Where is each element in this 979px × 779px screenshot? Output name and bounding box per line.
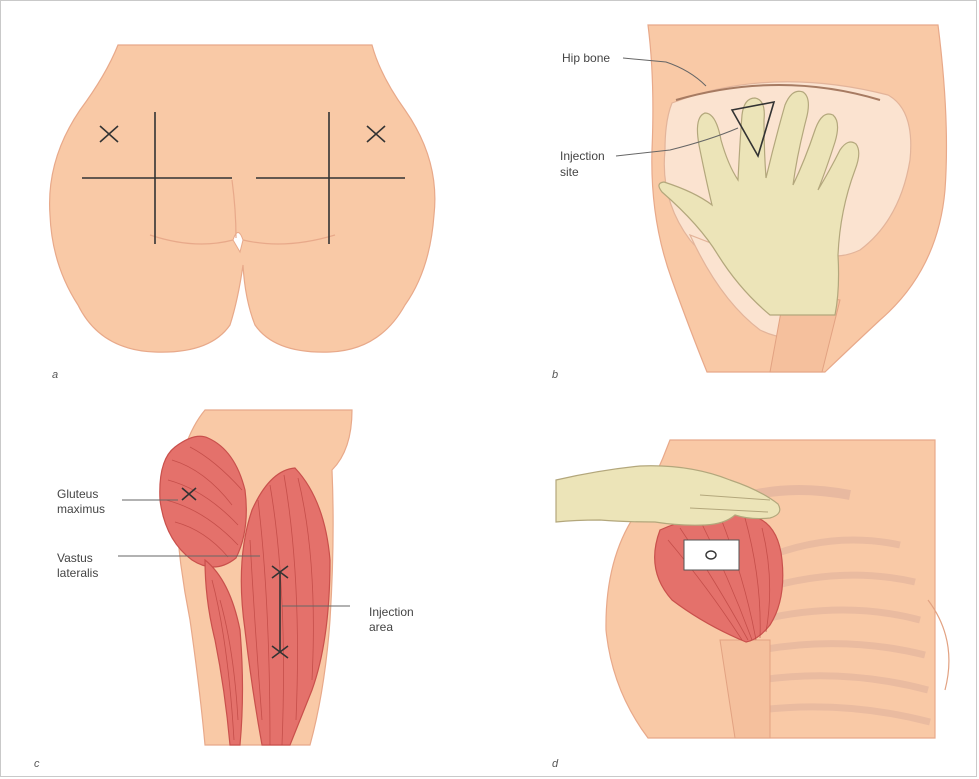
injection-site-label-line2: site [560, 165, 579, 179]
hip-bone-label: Hip bone [562, 51, 610, 65]
vastus-label-line2: lateralis [57, 566, 98, 580]
gluteus-label-line2: maximus [57, 502, 105, 516]
vastus-label-line1: Vastus [57, 551, 93, 565]
panel-letter-b: b [552, 369, 558, 381]
panel-a-buttocks: a [50, 45, 435, 381]
injection-area-label-line1: Injection [369, 605, 414, 619]
panel-c-thigh: Gluteus maximus Vastus lateralis Injecti… [34, 410, 414, 770]
injection-site-label-line1: Injection [560, 149, 605, 163]
panel-letter-c: c [34, 758, 40, 770]
panel-letter-a: a [52, 369, 58, 381]
panel-letter-d: d [552, 758, 559, 770]
gluteus-label-line1: Gluteus [57, 487, 98, 501]
panel-d-deltoid: d [552, 440, 949, 770]
injection-site-marker [684, 540, 739, 570]
injection-area-label-line2: area [369, 620, 393, 634]
panel-b-ventrogluteal: Hip bone Injection site b [552, 25, 946, 381]
